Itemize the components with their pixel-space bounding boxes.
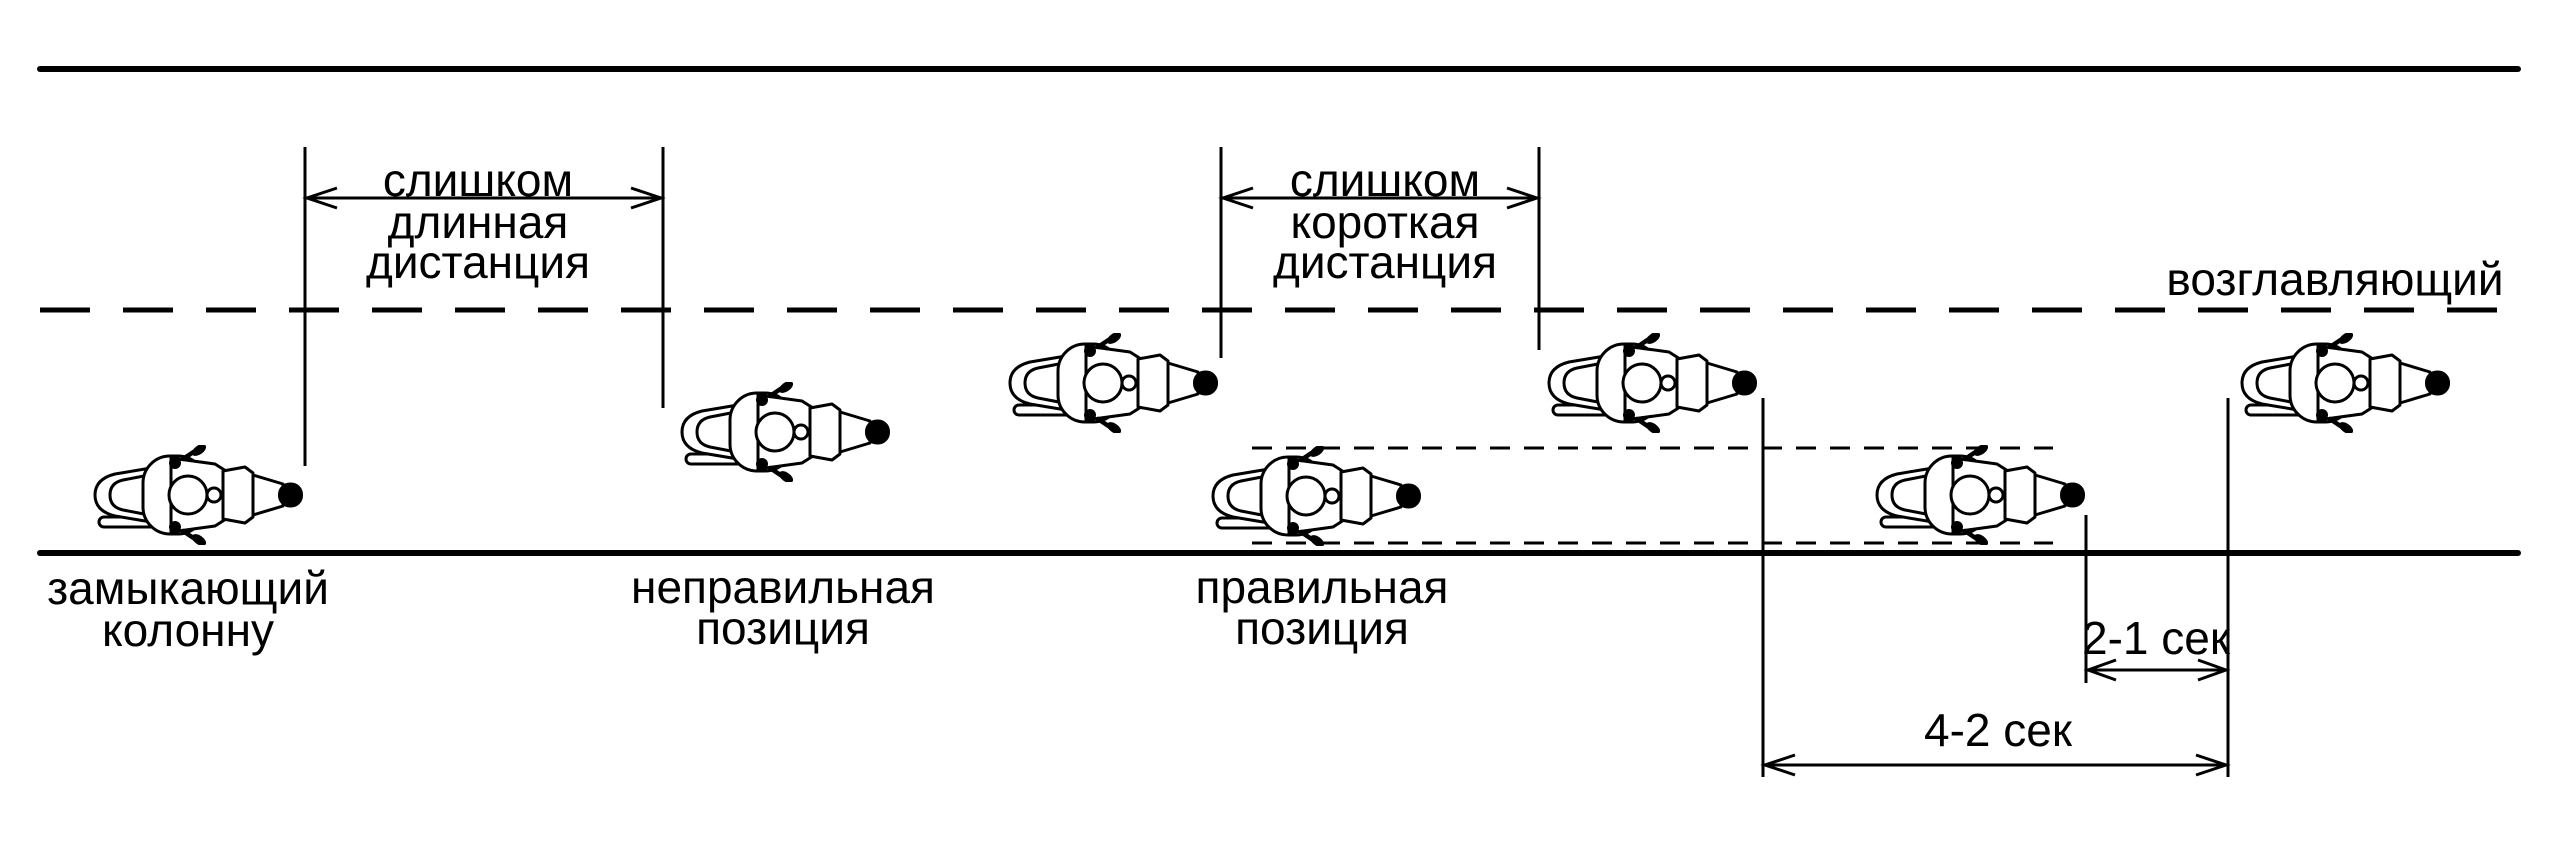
dimension-too-long-distance xyxy=(302,147,666,466)
motorcycle-leader xyxy=(2242,330,2450,437)
motorcycle-wrong-position xyxy=(682,379,890,486)
arrowhead-right xyxy=(2195,753,2231,777)
wrong-position-label: неправильная позиция xyxy=(631,561,935,654)
wrong-position-label-line-1: неправильная xyxy=(631,561,935,613)
too-long-line-1: слишком xyxy=(383,154,573,206)
dimension-too-long-text: слишком длинная дистанция xyxy=(366,154,590,288)
dimension-too-short-text: слишком короткая дистанция xyxy=(1273,154,1497,288)
motorcycles-layer xyxy=(95,330,2450,550)
tail-rider-label-line-1: замыкающий xyxy=(47,562,329,614)
dimension-time-gap-small xyxy=(2083,398,2231,777)
arrowhead-left xyxy=(302,186,338,210)
too-short-line-3: дистанция xyxy=(1273,236,1497,288)
too-short-line-2: короткая xyxy=(1290,196,1479,248)
arrowhead-right xyxy=(1506,186,1542,210)
correct-position-label: правильная позиция xyxy=(1196,561,1449,654)
arrowhead-right xyxy=(630,186,666,210)
tail-rider-label: замыкающий колонну xyxy=(47,562,329,656)
dimension-too-short-distance xyxy=(1218,147,1542,358)
dimension-time-gap-large xyxy=(1760,398,2231,777)
wrong-position-label-line-2: позиция xyxy=(696,602,870,654)
correct-position-label-line-2: позиция xyxy=(1235,602,1409,654)
correct-position-label-line-1: правильная xyxy=(1196,561,1449,613)
arrowhead-left xyxy=(1218,186,1254,210)
leader-label: возглавляющий xyxy=(2166,253,2503,305)
motorcycle-correct-position-2 xyxy=(1877,442,2085,549)
too-long-line-3: дистанция xyxy=(366,236,590,288)
motorcycle-column-rider-upper xyxy=(1010,330,1218,437)
arrowhead-right xyxy=(2197,658,2231,682)
arrowhead-left xyxy=(2083,658,2117,682)
motorcycle-correct-position xyxy=(1213,443,1421,550)
tail-rider-label-line-2: колонну xyxy=(102,604,274,656)
time-gap-small-label: 2-1 сек xyxy=(2082,612,2231,664)
road-layer xyxy=(37,66,2521,556)
time-gap-large-label: 4-2 сек xyxy=(1924,704,2073,756)
too-long-line-2: длинная xyxy=(388,196,569,248)
motorcycle-short-gap-rider xyxy=(1549,330,1757,437)
motorcycle-tail-rider xyxy=(95,442,303,549)
arrowhead-left xyxy=(1760,753,1796,777)
too-short-line-1: слишком xyxy=(1290,154,1480,206)
